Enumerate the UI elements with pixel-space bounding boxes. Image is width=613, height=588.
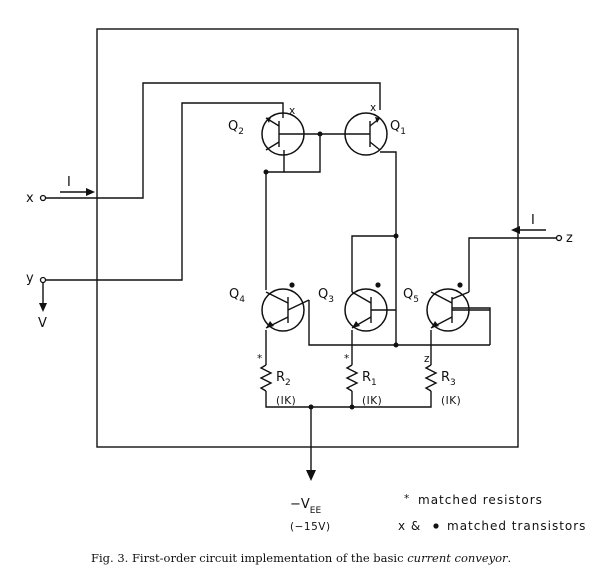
wire-q1-collector — [380, 151, 397, 236]
wire-q5-self — [452, 307, 491, 345]
resistor-r1-body — [345, 364, 359, 392]
label-q4: Q4 — [229, 287, 245, 305]
current-arrow-x — [86, 188, 95, 196]
label-q3: Q3 — [318, 287, 334, 305]
label-x: x — [26, 191, 34, 206]
value-r1: (IK) — [362, 395, 382, 407]
label-y: y — [26, 271, 34, 286]
transistor-q2 — [261, 112, 305, 156]
mark-q1: x — [370, 102, 377, 114]
resistor-r2-body — [259, 364, 273, 392]
wire-y-input — [45, 102, 284, 281]
mark-r3: z — [424, 353, 430, 365]
mark-r2: * — [257, 353, 263, 365]
label-q2: Q2 — [228, 119, 244, 137]
legend-resistors: matched resistors — [418, 493, 543, 507]
mark-q2: x — [289, 105, 296, 117]
label-r2: R2 — [276, 370, 291, 388]
voltage-arrow-y — [39, 303, 47, 312]
label-q5: Q5 — [403, 287, 419, 305]
mark-r1: * — [344, 353, 350, 365]
terminal-y — [39, 276, 47, 284]
label-r3: R3 — [441, 370, 456, 388]
vee-arrow — [306, 470, 316, 481]
wire-x-input — [45, 82, 381, 199]
label-z: z — [566, 231, 573, 246]
transistor-q4 — [261, 288, 310, 332]
supply-value: (−15V) — [290, 521, 331, 533]
label-voltage: V — [38, 316, 47, 331]
value-r3: (IK) — [441, 395, 461, 407]
match-dot-q3 — [375, 282, 381, 288]
label-q1: Q1 — [390, 119, 406, 137]
label-r1: R1 — [362, 370, 377, 388]
transistor-q1 — [344, 112, 388, 156]
wire-base-to-q2 — [284, 134, 321, 173]
terminal-z — [555, 234, 563, 242]
label-current-in: I — [67, 175, 71, 190]
legend-resistor-star: * — [404, 493, 410, 505]
match-dot-q4 — [289, 282, 295, 288]
terminal-x — [39, 194, 47, 202]
wire-bottom-bases — [308, 300, 490, 346]
supply-label: −VEE — [290, 497, 321, 516]
figure-caption: Fig. 3. First-order circuit implementati… — [91, 551, 511, 565]
legend-transistor-marks: x & — [398, 519, 421, 533]
legend-transistors: matched transistors — [447, 519, 586, 533]
transistor-q3 — [344, 288, 396, 332]
wire-q3-collector-loop — [351, 235, 396, 292]
legend-dot — [433, 523, 439, 529]
wire-z-output — [468, 237, 556, 292]
resistor-r3-body — [424, 364, 438, 392]
label-current-out: I — [531, 213, 535, 228]
transistor-q5 — [426, 288, 490, 332]
current-arrow-z — [511, 226, 520, 234]
match-dot-q5 — [457, 282, 463, 288]
value-r2: (IK) — [276, 395, 296, 407]
